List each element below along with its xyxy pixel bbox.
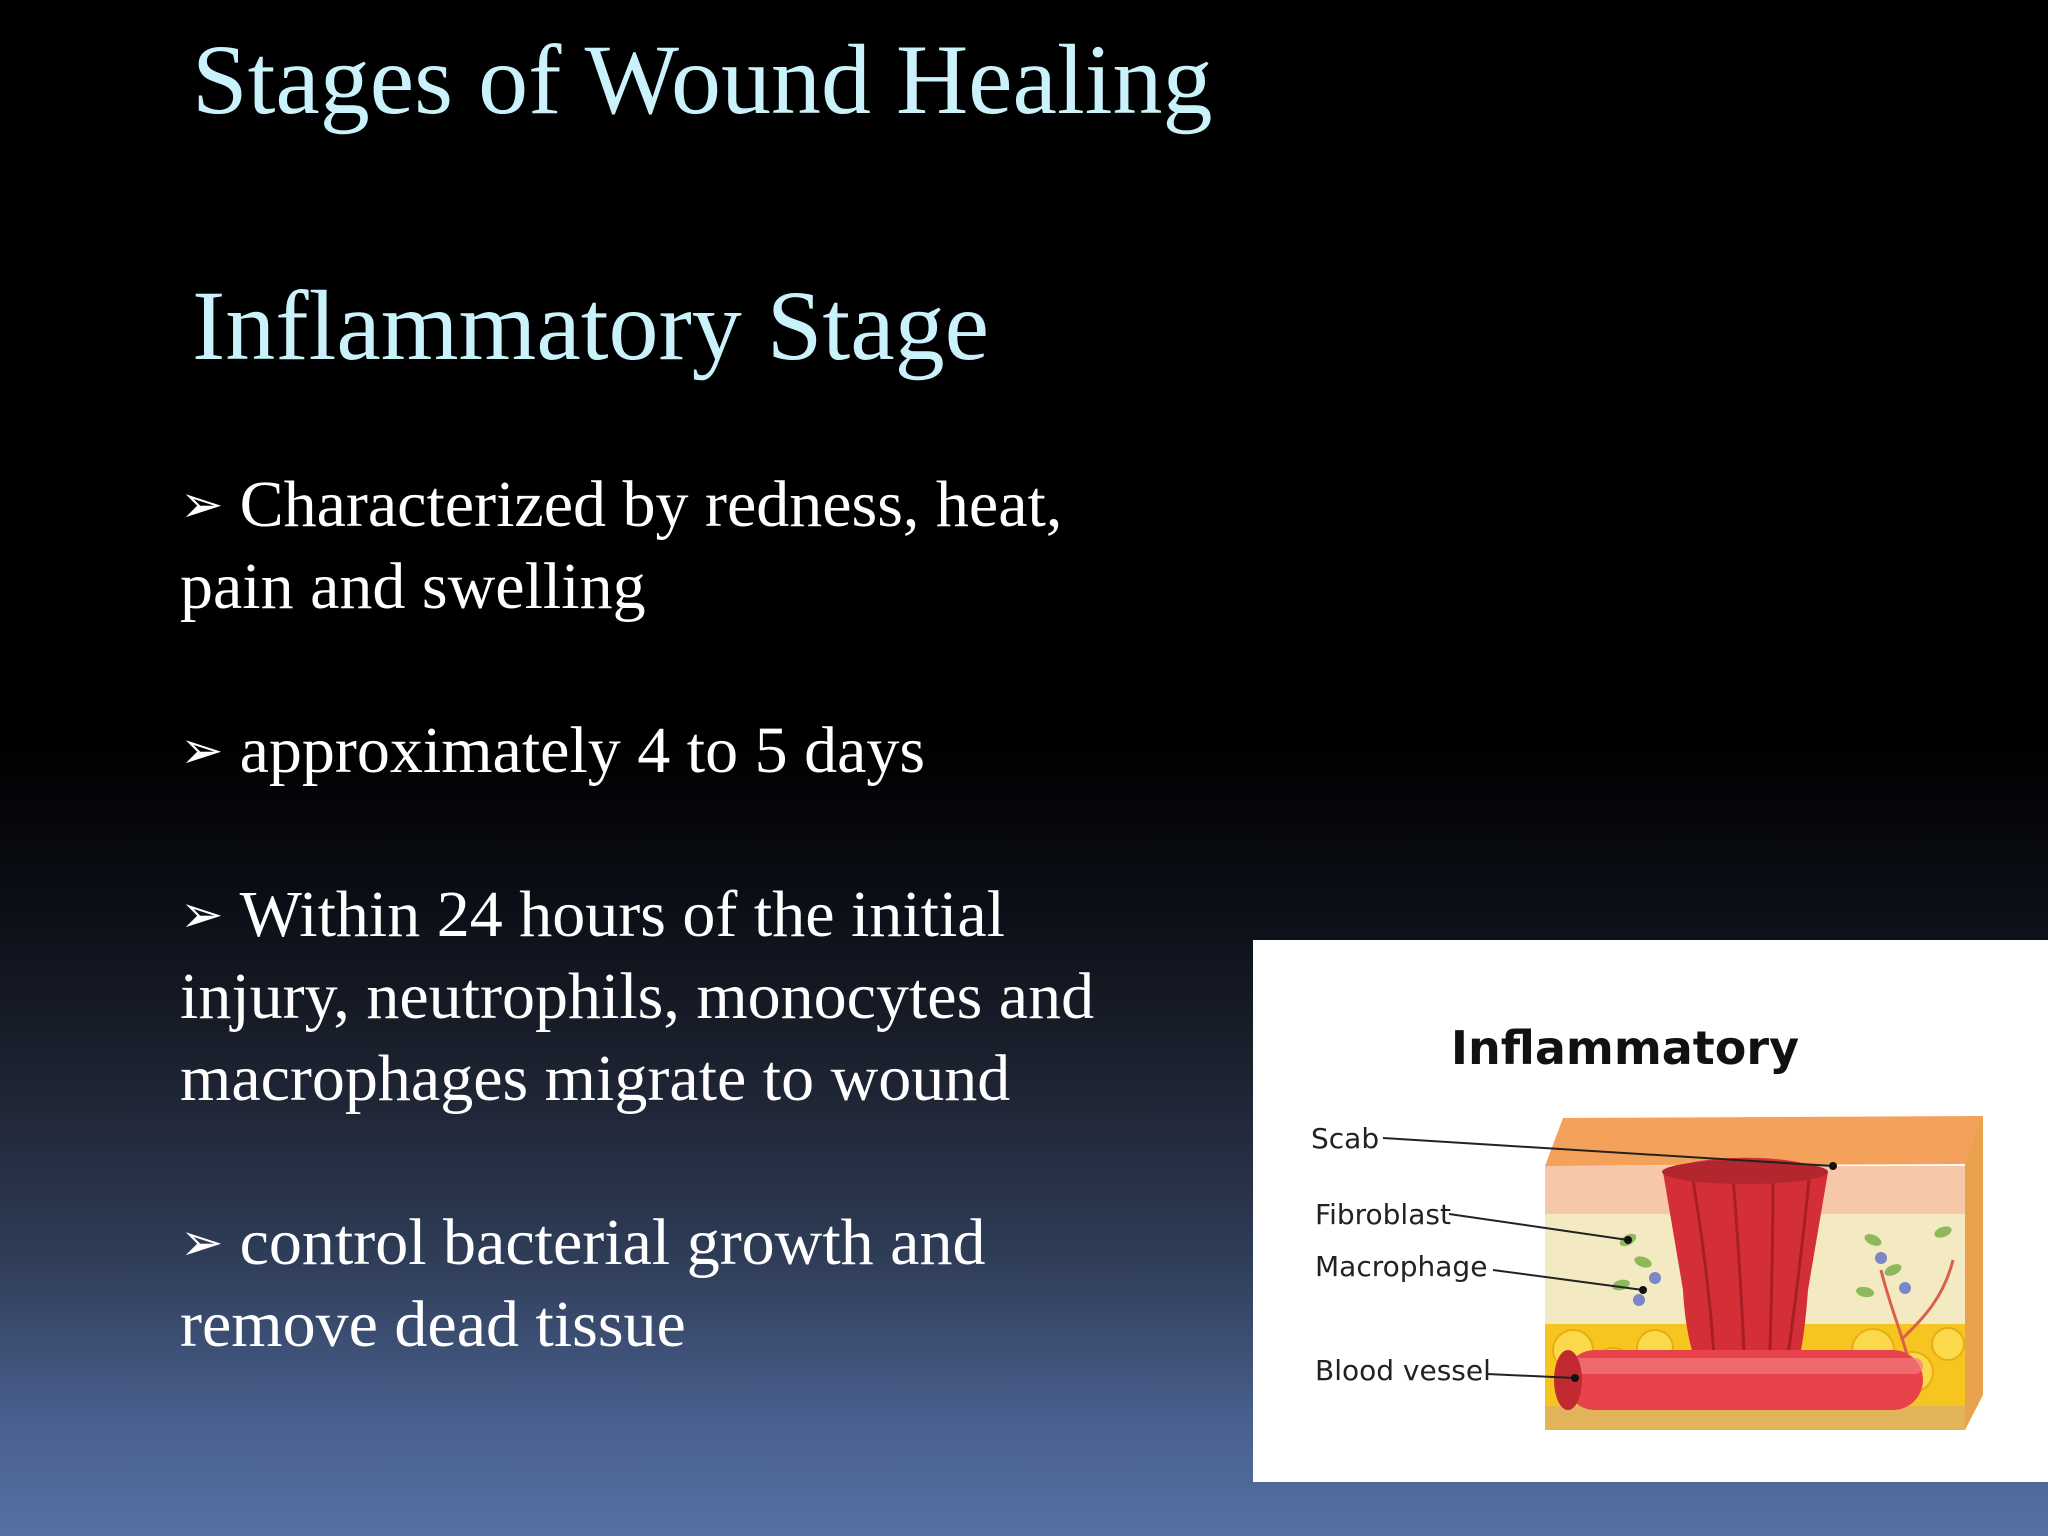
bullet-list: ➢Characterized by redness, heat, pain an…	[180, 464, 1180, 1448]
wound-plug	[1663, 1157, 1828, 1380]
inflammatory-skin-illustration: Inflammatory	[1253, 940, 2048, 1482]
scab-wound	[1662, 1157, 1828, 1381]
skin-top-surface	[1545, 1116, 1983, 1166]
arrowhead-bullet-icon: ➢	[180, 885, 224, 945]
label-fibroblast: Fibroblast	[1315, 1198, 1451, 1231]
skin-side-face	[1965, 1116, 1983, 1430]
illustration-title: Inflammatory	[1451, 1021, 1799, 1075]
fibroblast-leader-line	[1448, 1213, 1629, 1241]
cells	[1612, 1226, 1952, 1306]
arrowhead-bullet-icon: ➢	[180, 475, 224, 535]
bullet-text: Within 24 hours of the initial injury, n…	[180, 878, 1095, 1115]
bullet-text: Characterized by redness, heat, pain and…	[180, 468, 1063, 623]
bullet-text: approximately 4 to 5 days	[239, 714, 926, 787]
bullet-text: control bacterial growth and remove dead…	[180, 1206, 986, 1361]
bullet-item: ➢control bacterial growth and remove dea…	[180, 1202, 1180, 1366]
scab-leader-line	[1382, 1137, 1834, 1167]
blood-vessel-leader-line	[1486, 1373, 1576, 1379]
bullet-item: ➢approximately 4 to 5 days	[180, 710, 1180, 792]
fibroblast-cells	[1612, 1226, 1952, 1298]
subcutaneous-layer	[1545, 1406, 1965, 1430]
bullet-item: ➢Characterized by redness, heat, pain an…	[180, 464, 1180, 628]
blood-vessel	[1554, 1350, 1923, 1410]
skin-cross-section-diagram: Inflammatory	[1311, 1021, 1983, 1430]
bullet-item: ➢Within 24 hours of the initial injury, …	[180, 874, 1180, 1120]
macrophage-leader-line	[1492, 1269, 1644, 1291]
leader-dots	[1571, 1162, 1837, 1382]
scab-top	[1662, 1160, 1828, 1184]
leader-lines	[1382, 1137, 1834, 1379]
label-macrophage: Macrophage	[1315, 1250, 1487, 1283]
label-blood-vessel: Blood vessel	[1315, 1354, 1491, 1387]
label-scab: Scab	[1311, 1122, 1379, 1155]
arrowhead-bullet-icon: ➢	[180, 721, 224, 781]
slide-title: Stages of Wound Healing	[192, 24, 1213, 135]
arrowhead-bullet-icon: ➢	[180, 1213, 224, 1273]
macrophage-cells	[1633, 1252, 1911, 1306]
stage-heading: Inflammatory Stage	[192, 270, 989, 381]
